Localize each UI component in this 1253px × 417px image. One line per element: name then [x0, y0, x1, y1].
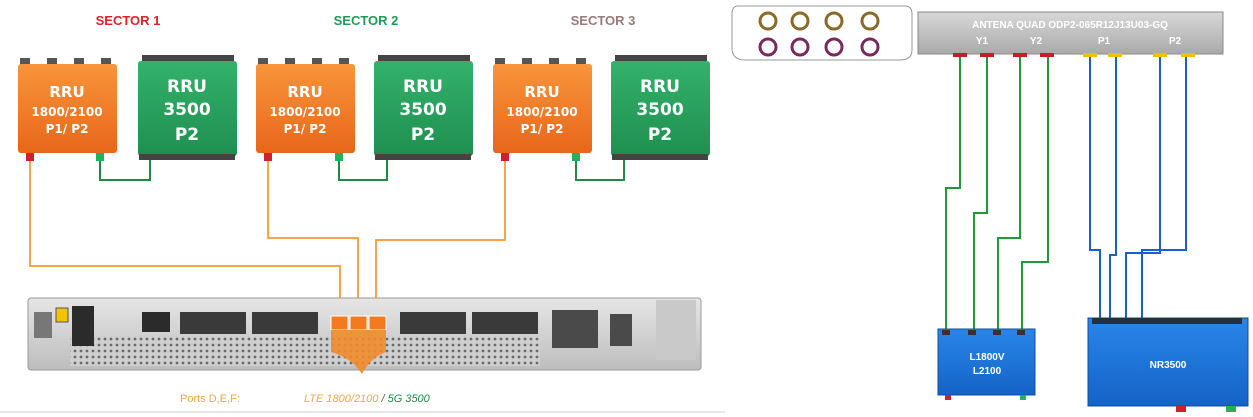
rru-orange-sector-1: RRU 1800/2100 P1/ P2: [18, 58, 117, 161]
blue-antenna-cables: [1089, 57, 1187, 320]
rru-l1800-l2100: L1800V L2100: [937, 328, 1036, 400]
rru-port-green: [335, 153, 343, 161]
rru-label-line3: P1/ P2: [521, 122, 564, 136]
baseband-switch: [27, 297, 702, 374]
orange-fiber-cable-2: [267, 161, 359, 316]
antenna-panel: ANTENA QUAD ODP2-065R12J13U03-GQ Y1 Y2 P…: [917, 11, 1224, 57]
rru-orange-sector-2: RRU 1800/2100 P1/ P2: [256, 58, 355, 161]
sector-1-label: SECTOR 1: [96, 13, 161, 28]
rru-label-line1: RRU: [640, 77, 680, 97]
orange-fiber-cable-1: [29, 161, 341, 316]
orange-fiber-cable-3: [375, 161, 506, 316]
rru-label-line2: 3500: [163, 100, 210, 120]
rru-green-sector-2: RRU 3500 P2: [374, 55, 473, 160]
antenna-port-y2: Y2: [1030, 36, 1043, 47]
rru-green-sector-1: RRU 3500 P2: [138, 55, 237, 160]
rru-label-line2: 3500: [636, 100, 683, 120]
sector-3-label: SECTOR 3: [571, 13, 636, 28]
green-jumper-cable: [99, 160, 151, 181]
tech-label: LTE 1800/2100 / 5G 3500: [304, 393, 431, 405]
antenna-port-p1: P1: [1098, 36, 1111, 47]
green-antenna-cables: [945, 57, 1049, 332]
rru-nr3500: NR3500: [1087, 317, 1249, 412]
sector-2-label: SECTOR 2: [334, 13, 399, 28]
box-l1800-line2: L2100: [973, 366, 1002, 377]
green-jumper-cable: [575, 160, 625, 181]
rru-label-line2: 1800/2100: [269, 105, 340, 119]
box-nr-label: NR3500: [1150, 360, 1187, 371]
rru-label-line2: 1800/2100: [31, 105, 102, 119]
tech-label-5g: 5G 3500: [388, 393, 431, 405]
antenna-title: ANTENA QUAD ODP2-065R12J13U03-GQ: [972, 20, 1168, 31]
box-l1800-line1: L1800V: [969, 352, 1004, 363]
rru-label-line3: P2: [648, 125, 672, 145]
green-jumper-cable: [338, 160, 388, 181]
rru-label-line3: P1/ P2: [284, 122, 327, 136]
rru-label-line2: 3500: [399, 100, 446, 120]
tech-label-separator: /: [378, 393, 387, 405]
rru-label-line3: P2: [411, 125, 435, 145]
rru-label-line1: RRU: [49, 83, 84, 101]
rru-green-sector-3: RRU 3500 P2: [611, 55, 710, 160]
rru-label-line3: P2: [175, 125, 199, 145]
rru-orange-sector-3: RRU 1800/2100 P1/ P2: [493, 58, 592, 161]
rru-label-line1: RRU: [524, 83, 559, 101]
rru-port-green: [96, 153, 104, 161]
rru-port-green: [572, 153, 580, 161]
antenna-connector-panel: [731, 5, 913, 61]
rru-label-line2: 1800/2100: [506, 105, 577, 119]
tech-label-lte: LTE 1800/2100: [304, 393, 379, 405]
antenna-port-y1: Y1: [976, 36, 989, 47]
rru-label-line3: P1/ P2: [46, 122, 89, 136]
rru-label-line1: RRU: [287, 83, 322, 101]
rru-label-line1: RRU: [403, 77, 443, 97]
rru-label-line1: RRU: [167, 77, 207, 97]
ports-label: Ports D,E,F:: [180, 393, 240, 405]
antenna-port-p2: P2: [1169, 36, 1182, 47]
